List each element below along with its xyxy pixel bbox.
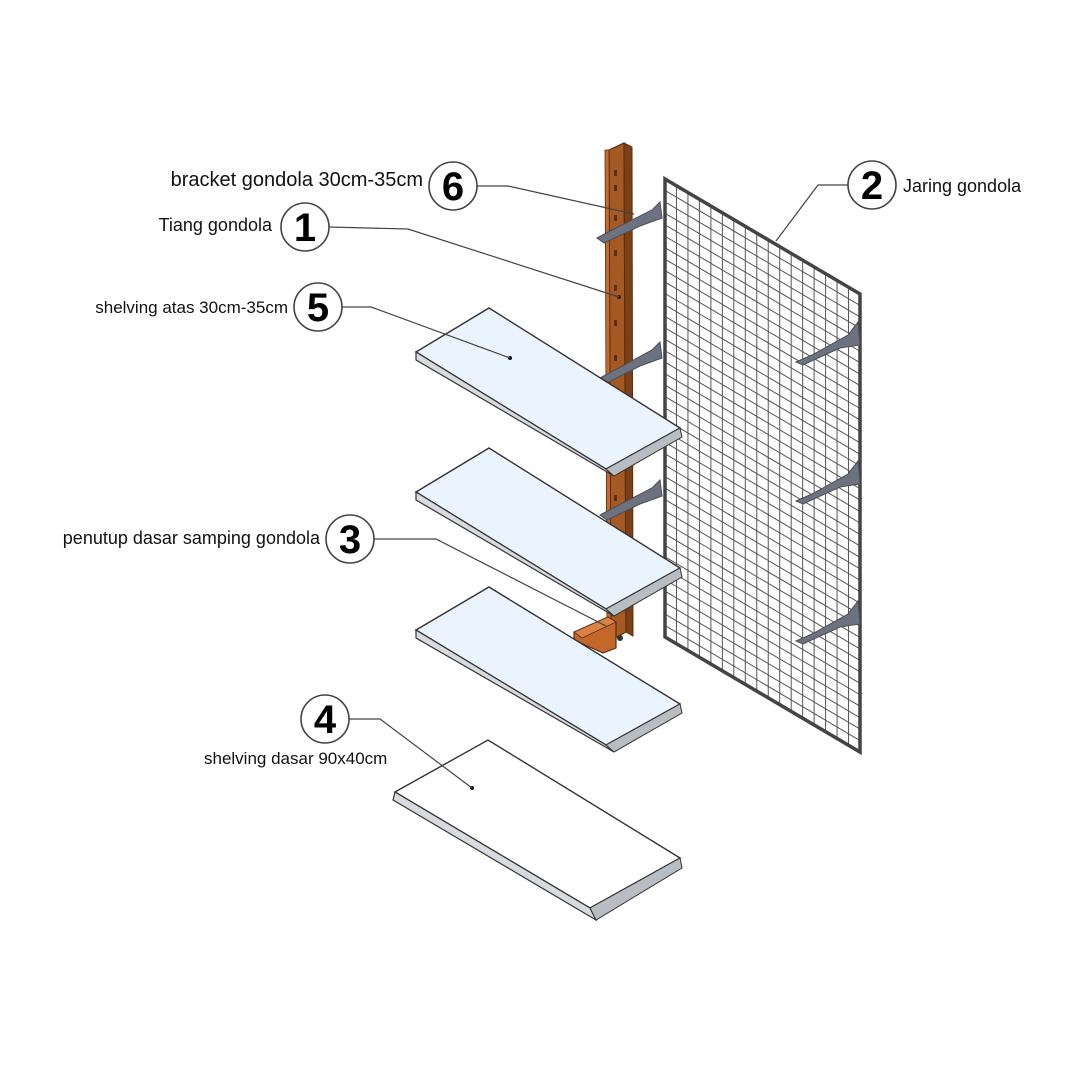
mesh-horizontal-wire: [664, 579, 861, 696]
upper-shelf-1: [414, 307, 683, 477]
mesh-horizontal-wire: [664, 625, 861, 741]
callout-3-circle: [325, 514, 375, 564]
mesh-panel: [663, 175, 862, 756]
leader-6: [477, 185, 635, 215]
mesh-horizontal-wire: [664, 453, 861, 570]
mesh-horizontal-wire: [664, 476, 861, 593]
callout-4-circle: [300, 694, 350, 744]
callout-3-label: penutup dasar samping gondola: [63, 528, 321, 548]
mesh-horizontal-wire: [664, 522, 861, 638]
mesh-horizontal-wire: [664, 201, 861, 318]
callout-5: 5 shelving atas 30cm-35cm: [95, 282, 343, 332]
mesh-horizontal-wire: [664, 430, 861, 547]
mesh-horizontal-wire: [664, 567, 861, 684]
mesh-brackets: [794, 320, 861, 645]
mesh-horizontal-wire: [664, 338, 861, 455]
mesh-horizontal-wire: [664, 407, 861, 524]
mesh-horizontal-wire: [664, 315, 861, 432]
mesh-horizontal-wire: [664, 373, 861, 490]
mesh-horizontal-wire: [664, 361, 861, 478]
callout-6-number: 6: [442, 165, 464, 209]
mesh-horizontal-wire: [664, 293, 861, 409]
leader-1: [328, 226, 620, 298]
mesh-horizontal-wire: [664, 544, 861, 661]
callout-3-number: 3: [339, 518, 361, 562]
leader-4: [349, 718, 473, 789]
callout-5-label: shelving atas 30cm-35cm: [95, 298, 288, 317]
upper-shelf-2: [414, 447, 683, 617]
mesh-horizontal-wire: [664, 556, 861, 673]
callout-2-circle: [847, 160, 897, 210]
post-bracket-1: [596, 200, 663, 244]
mesh-horizontal-wire: [664, 419, 861, 535]
callout-2-number: 2: [861, 164, 883, 208]
mesh-horizontal-wire: [664, 247, 861, 364]
callout-4: 4 shelving dasar 90x40cm: [204, 694, 387, 768]
mesh-horizontal-wire: [664, 384, 861, 501]
callout-6: 6 bracket gondola 30cm-35cm: [171, 161, 478, 211]
mesh-horizontal-wire: [664, 464, 861, 581]
post-brackets: [596, 200, 663, 521]
callout-1-number: 1: [294, 206, 316, 250]
upper-shelf-3: [414, 586, 683, 753]
post-bracket-2: [599, 340, 663, 384]
post-bracket-3: [599, 478, 663, 521]
mesh-horizontal-wire: [664, 510, 861, 627]
callout-1-label: Tiang gondola: [159, 215, 273, 235]
callout-6-circle: [428, 161, 478, 211]
mesh-horizontal-wire: [664, 590, 861, 707]
callout-2-label: Jaring gondola: [903, 176, 1022, 196]
mesh-horizontal-wire: [664, 441, 861, 558]
callout-5-number: 5: [307, 286, 329, 330]
mesh-horizontal-wire: [664, 212, 861, 329]
mesh-horizontal-wire: [664, 487, 861, 604]
mesh-horizontal-wire: [664, 270, 861, 387]
callout-1-circle: [280, 202, 330, 252]
mesh-horizontal-wire: [664, 602, 861, 719]
callout-5-circle: [293, 282, 343, 332]
mesh-horizontal-wire: [664, 281, 861, 398]
leader-lines: [328, 184, 848, 789]
leader-5: [342, 306, 511, 359]
base-shelf: [392, 739, 683, 922]
mesh-horizontal-wire: [664, 224, 861, 341]
leader-2: [775, 184, 848, 242]
mesh-horizontal-wire: [664, 258, 861, 375]
callout-4-number: 4: [314, 698, 337, 742]
mesh-horizontal-wire: [664, 613, 861, 730]
mesh-horizontal-wire: [664, 235, 861, 352]
leader-3: [374, 538, 607, 627]
callout-1: 1 Tiang gondola: [159, 202, 330, 252]
callout-6-label: bracket gondola 30cm-35cm: [171, 169, 423, 191]
callout-4-label: shelving dasar 90x40cm: [204, 749, 387, 768]
mesh-horizontal-wire: [664, 499, 861, 616]
mesh-horizontal-wire: [664, 304, 861, 421]
mesh-horizontal-wire: [664, 327, 861, 444]
mesh-horizontal-wire: [664, 350, 861, 467]
callout-2: 2 Jaring gondola: [847, 160, 1022, 210]
mesh-horizontal-wire: [664, 190, 861, 306]
callout-3: 3 penutup dasar samping gondola: [63, 514, 375, 564]
